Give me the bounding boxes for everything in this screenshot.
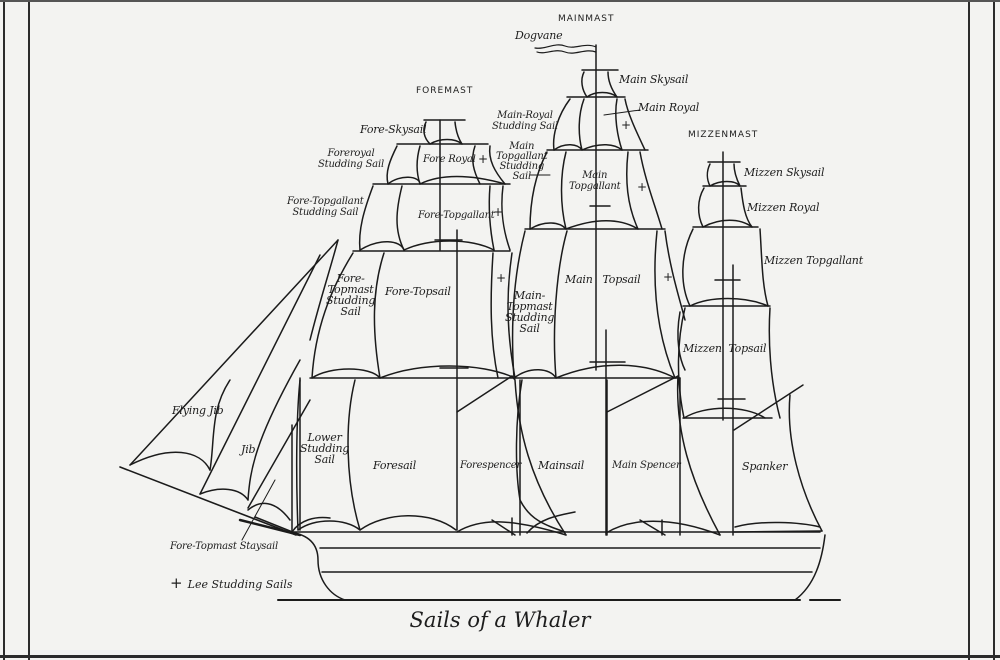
leader-lines <box>529 109 641 176</box>
label-forespencer: Forespencer <box>460 460 522 471</box>
label-lower-studding-sail: Lower Studding Sail <box>300 431 350 466</box>
lee-studding-marker: + <box>621 118 632 132</box>
label-main-topmast-studding-sail: Main- Topmast Studding Sail <box>505 289 555 335</box>
label-mizzen-topgallant: Mizzen Topgallant <box>764 254 863 267</box>
diagram-title: Sails of a Whaler <box>409 608 591 632</box>
label-fore-royal: Fore Royal <box>423 154 476 165</box>
lee-studding-marker: + <box>663 270 674 284</box>
label-mizzen-royal: Mizzen Royal <box>747 201 820 214</box>
label-dogvane: Dogvane <box>515 29 563 42</box>
mainmast-label: MAINMAST <box>558 14 615 24</box>
lee-studding-marker: + <box>478 152 489 166</box>
border-top <box>0 0 1000 2</box>
label-main-topsail: Main Topsail <box>565 273 641 286</box>
label-main-topgallant-studding-sail: Main Topgallant Studding Sail <box>496 141 548 182</box>
border-left-inner <box>28 0 30 660</box>
legend: + Lee Studding Sails <box>170 573 293 592</box>
label-fore-topmast-staysail: Fore-Topmast Staysail <box>170 541 278 552</box>
label-main-topgallant: Main Topgallant <box>569 170 621 192</box>
border-right-outer <box>993 0 995 660</box>
label-spanker: Spanker <box>742 460 788 473</box>
label-mainsail: Mainsail <box>538 459 585 472</box>
label-flying-jib: Flying Jib <box>172 404 224 417</box>
label-main-royal: Main Royal <box>638 101 700 114</box>
label-fore-topsail: Fore-Topsail <box>385 285 451 298</box>
legend-text: Lee Studding Sails <box>187 578 293 591</box>
lee-studding-marker: + <box>496 271 507 285</box>
label-fore-topgallant-studding-sail: Fore-Topgallant Studding Sail <box>287 196 364 218</box>
mainmast-rigging <box>511 44 686 536</box>
label-fore-skysail: Fore-Skysail <box>360 123 427 136</box>
label-foreroyal-studding-sail: Foreroyal Studding Sail <box>318 148 384 170</box>
label-main-skysail: Main Skysail <box>619 73 689 86</box>
head-sails <box>129 239 339 541</box>
mizzenmast-label: MIZZENMAST <box>688 130 759 140</box>
label-foresail: Foresail <box>373 459 417 472</box>
mizzenmast-rigging <box>677 151 823 536</box>
spencers <box>456 375 721 536</box>
legend-plus-symbol: + <box>170 574 183 592</box>
label-mizzen-skysail: Mizzen Skysail <box>744 166 825 179</box>
label-main-spencer: Main Spencer <box>612 460 681 471</box>
border-bottom <box>0 655 1000 658</box>
label-mizzen-topsail: Mizzen Topsail <box>683 342 767 355</box>
label-main-royal-studding-sail: Main-Royal Studding Sail <box>492 110 558 132</box>
hull <box>277 531 841 601</box>
label-jib: Jib <box>241 443 256 456</box>
label-fore-topgallant: Fore-Topgallant <box>418 210 495 221</box>
label-fore-topmast-studding-sail: Fore- Topmast Studding Sail <box>326 272 376 318</box>
foremast-label: FOREMAST <box>416 86 474 96</box>
border-right-inner <box>968 0 970 660</box>
lee-studding-marker: + <box>637 180 648 194</box>
border-left-outer <box>3 0 5 660</box>
bowsprit <box>119 466 302 537</box>
lee-studding-marker: + <box>493 205 504 219</box>
